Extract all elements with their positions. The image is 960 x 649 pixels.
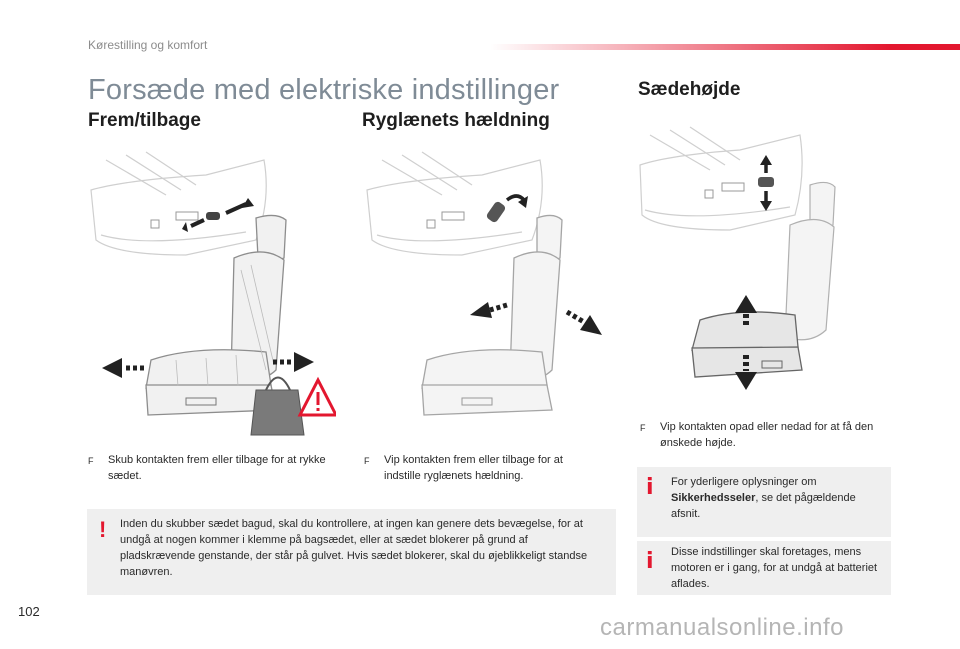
- bullet-mark: F: [640, 423, 646, 433]
- bullet-mark: F: [364, 456, 370, 466]
- header-section-title: Kørestilling og komfort: [88, 38, 208, 52]
- bullet-text-height: Vip kontakten opad eller nedad for at få…: [660, 421, 874, 449]
- switch-icon: [206, 212, 220, 220]
- seat-recline-illustration: [366, 151, 602, 416]
- info-box-engine: i Disse indstillinger skal foretages, me…: [637, 541, 891, 595]
- info-text-engine: Disse indstillinger skal foretages, mens…: [671, 546, 878, 590]
- seat-height-illustration: [639, 126, 836, 390]
- exclamation-icon: !: [99, 517, 107, 542]
- watermark: carmanualsonline.info: [600, 614, 844, 641]
- switch-icon: [486, 201, 506, 223]
- bag-icon: [250, 376, 305, 436]
- page-title: Forsæde med elektriske indstillinger: [88, 74, 560, 106]
- bullet-text-recline: Vip kontakten frem eller tilbage for at …: [384, 454, 563, 482]
- section-title-recline: Ryglænets hældning: [362, 110, 550, 131]
- info-icon: i: [646, 549, 654, 574]
- page-number: 102: [18, 604, 40, 619]
- section-title-forward-back: Frem/tilbage: [88, 110, 201, 131]
- info-text-bold[interactable]: Sikkerhedsseler: [671, 492, 756, 504]
- info-box-seatbelts: i For yderligere oplysninger om Sikkerhe…: [637, 467, 891, 537]
- seat-forward-back-illustration: [90, 151, 336, 436]
- warning-triangle-icon: [297, 376, 336, 417]
- switch-icon: [758, 177, 774, 187]
- bullet-text-forward-back: Skub kontakten frem eller tilbage for at…: [108, 454, 326, 482]
- info-icon: i: [646, 475, 654, 500]
- info-text-seatbelts: For yderligere oplysninger om Sikkerheds…: [671, 474, 883, 522]
- warning-box: ! Inden du skubber sædet bagud, skal du …: [87, 509, 616, 595]
- info-text-after: , se det pågældende afsnit.: [671, 492, 856, 520]
- bullet-recline: F Vip kontakten frem eller tilbage for a…: [364, 452, 594, 484]
- info-text-before: For yderligere oplysninger om: [671, 476, 817, 488]
- bullet-mark: F: [88, 456, 94, 466]
- header-accent-bar: [490, 44, 960, 50]
- bullet-forward-back: F Skub kontakten frem eller tilbage for …: [88, 452, 328, 484]
- warning-text: Inden du skubber sædet bagud, skal du ko…: [120, 518, 588, 578]
- section-title-height: Sædehøjde: [638, 79, 741, 100]
- bullet-height: F Vip kontakten opad eller nedad for at …: [640, 419, 885, 451]
